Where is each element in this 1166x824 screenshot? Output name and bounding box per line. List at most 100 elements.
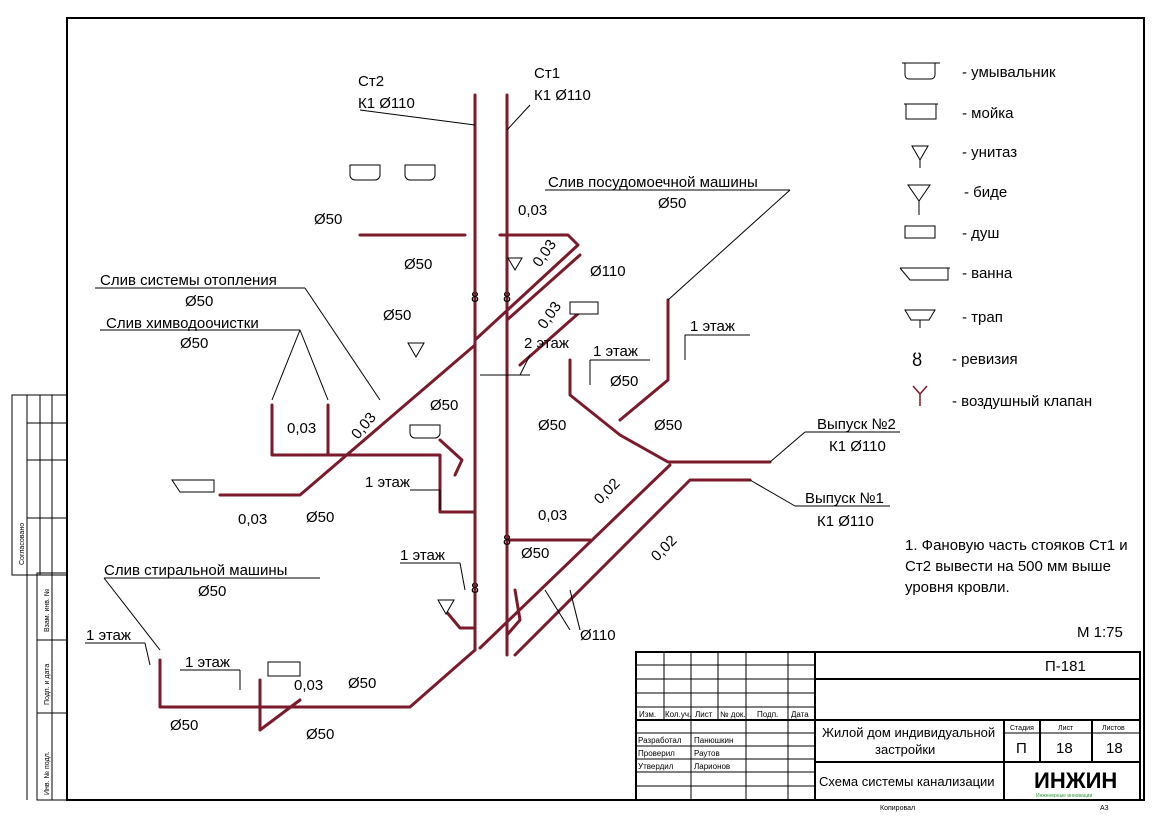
scale-label: М 1:75 [1077,624,1123,641]
cleanout-icon: ȣ [503,532,511,548]
legend-label: - ванна [962,265,1013,282]
role-cell: Разработал [638,736,682,745]
svg-text:ИНЖИН: ИНЖИН [1034,768,1117,793]
dim-label: 1 этаж [185,654,230,671]
project-name: застройки [875,742,935,757]
bidet-icon [907,184,931,215]
name-cell: Панюшкин [694,736,733,745]
stamp-col: Инв. № подл. [44,751,51,795]
riser-st2-name: Ст2 [358,73,384,90]
dim-label: 0,03 [348,409,380,442]
chem-label: Слив химводоочистки [106,315,259,332]
outlet2-label: Выпуск №2 [817,416,896,433]
dim-label: Ø50 [404,256,432,273]
dim-label: 0,02 [648,532,681,565]
header-cell: Изм. [639,710,656,719]
header-cell: Лист [695,710,713,719]
sheet-value: 18 [1056,740,1073,757]
stamp-col: Подп. и дата [44,664,51,705]
outlet1-diameter: К1 Ø110 [817,513,874,530]
header-cell: № док. [720,710,746,719]
dim-label: Ø50 [348,675,376,692]
dimension-labels: Ø50 Ø50 0,03 0,03 Ø110 Ø50 0,03 2 этаж 1… [86,202,735,743]
outlet2-diameter: К1 Ø110 [829,438,886,455]
dim-label: 0,02 [591,475,624,508]
stage-header: Стадия [1010,725,1034,732]
dim-label: 0,03 [534,299,565,333]
role-cell: Проверил [638,749,675,758]
dim-label: 0,03 [238,511,267,528]
name-cell: Ларионов [694,762,730,771]
legend-label: - ревизия [952,351,1018,368]
dishwasher-label: Слив посудомоечной машины [548,174,758,191]
heating-diameter: Ø50 [185,293,213,310]
cleanout-icon: ȣ [912,350,922,370]
washbasin-icon [404,164,436,181]
washer-diameter: Ø50 [198,583,226,600]
legend-label: - унитаз [962,144,1017,161]
company-logo: ИНЖИН Инженерные инновации [1034,768,1117,799]
floor-drain-icon [904,309,936,328]
header-cell: Дата [791,710,809,719]
header-cell: Подп. [757,710,778,719]
dim-label: 2 этаж [524,335,569,352]
agreed-label: Согласовано [19,523,26,565]
side-stamp: Согласовано Взам. инв. № Подп. и дата Ин… [11,394,68,801]
toilet-icon [437,599,455,616]
air-valve-icon [912,385,928,406]
dim-label: Ø110 [580,627,616,644]
dim-label: 0,03 [538,507,567,524]
dim-label: 0,03 [294,677,323,694]
note-line: Ст2 вывести на 500 мм выше [905,558,1111,575]
copied-label: Копировал [880,805,915,812]
cleanout-icon: ȣ [503,289,511,305]
cleanout-icon: ȣ [471,580,479,596]
riser-st1-spec: К1 Ø110 [534,87,591,104]
washbasin-icon [409,424,441,439]
dim-label: Ø50 [170,717,198,734]
cleanout-icon: ȣ [471,289,479,305]
stamp-col: Взам. инв. № [44,589,51,632]
note: 1. Фановую часть стояков Ст1 и Ст2 вывес… [905,537,1128,596]
fixtures [171,164,599,677]
legend-label: - биде [964,184,1007,201]
washer-label: Слив стиральной машины [104,562,287,579]
note-line: уровня кровли. [905,579,1010,596]
svg-text:Инженерные инновации: Инженерные инновации [1036,793,1092,799]
note-line: 1. Фановую часть стояков Ст1 и [905,537,1128,554]
dishwasher-diameter: Ø50 [658,195,686,212]
shower-icon [569,301,599,315]
legend-label: - умывальник [962,64,1056,81]
dim-label: 1 этаж [365,474,410,491]
riser-st1-name: Ст1 [534,65,560,82]
leader-lines [85,104,900,690]
toilet-icon [507,257,523,271]
dim-label: Ø50 [610,373,638,390]
sheets-header: Листов [1102,725,1125,732]
legend-label: - воздушный клапан [952,393,1092,410]
dim-label: Ø50 [521,545,549,562]
dim-label: 1 этаж [400,547,445,564]
dim-label: Ø50 [314,211,342,228]
dim-label: Ø50 [538,417,566,434]
dim-label: 0,03 [518,202,547,219]
header-cell: Кол.уч. [665,710,691,719]
drawing-code: П-181 [1045,658,1086,675]
riser-st2-spec: К1 Ø110 [358,95,415,112]
dim-label: Ø50 [383,307,411,324]
sink-icon [904,103,938,120]
legend: - умывальник - мойка - унитаз - биде - д… [899,62,1092,410]
dim-label: Ø50 [654,417,682,434]
dim-label: Ø50 [306,726,334,743]
bathtub-icon [899,267,950,281]
chem-diameter: Ø50 [180,335,208,352]
bathtub-icon [171,479,215,493]
title-block: Изм. Кол.уч. Лист № док. Подп. Дата Разр… [635,651,1141,812]
washbasin-icon [902,62,940,80]
sheet-title: Схема системы канализации [819,774,995,789]
dim-label: Ø50 [306,509,334,526]
toilet-icon [407,342,425,359]
outlet1-label: Выпуск №1 [805,490,884,507]
dim-label: 0,03 [287,420,316,437]
